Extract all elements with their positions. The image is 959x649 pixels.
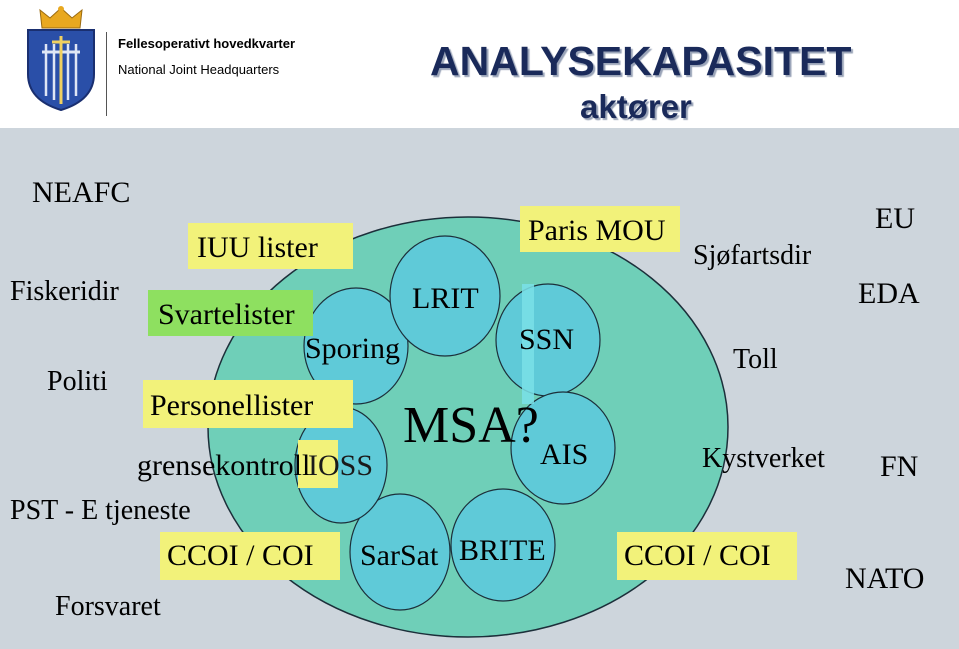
label-ccoi-right: CCOI / COI [624,539,771,572]
label-grensekontroll: grensekontroll [137,449,311,482]
label-brite: BRITE [459,534,546,567]
sarsat-circle [349,493,451,611]
label-sarsat: SarSat [360,539,439,572]
actor-toll: Toll [733,344,778,375]
header-divider [106,32,107,116]
center-label-msa: MSA? [403,397,539,454]
actor-fiskeridir: Fiskeridir [10,276,119,307]
actor-forsvaret: Forsvaret [55,591,161,622]
label-ccoi-left: CCOI / COI [167,539,314,572]
iuu-lister-highlight [188,223,353,269]
actor-politi: Politi [47,366,108,397]
label-svartelister: Svartelister [158,298,295,331]
ccoi-right-highlight [617,532,797,580]
label-paris-mou: Paris MOU [528,214,666,247]
sporing-circle [303,287,409,405]
label-ssn: SSN [519,323,575,356]
grensekontroll-highlight [298,440,338,488]
personellister-highlight [143,380,353,428]
org-name-english: National Joint Headquarters [118,62,280,77]
brite-circle [450,488,556,602]
paris-mou-highlight [520,206,680,252]
page-subtitle: aktører [580,88,692,125]
label-lrit: LRIT [412,282,479,315]
actor-kystverket: Kystverket [702,443,825,474]
actor-pst-e-tjeneste: PST - E tjeneste [10,495,191,526]
actor-fn: FN [880,450,919,483]
svartelister-highlight [148,290,313,336]
actor-eu: EU [875,202,915,235]
actor-eda: EDA [858,277,920,310]
actor-neafc: NEAFC [32,176,131,209]
actor-sjofartsdir: Sjøfartsdir [693,240,812,271]
label-personellister: Personellister [150,389,314,422]
ccoi-left-highlight [160,532,340,580]
label-sporing: Sporing [305,332,401,365]
coat-of-arms-logo [22,4,100,112]
coat-of-arms-icon [27,6,95,112]
page-title: ANALYSEKAPASITET [430,38,852,84]
label-ais: AIS [540,438,589,471]
org-name: Fellesoperativt hovedkvarter [118,36,296,51]
label-ioss: IOSS [308,449,374,482]
actor-nato: NATO [845,562,925,595]
ais-circle [510,391,616,505]
label-iuu-lister: IUU lister [197,231,318,264]
lrit-circle [389,235,501,357]
ssn-accent-bar [522,284,534,404]
